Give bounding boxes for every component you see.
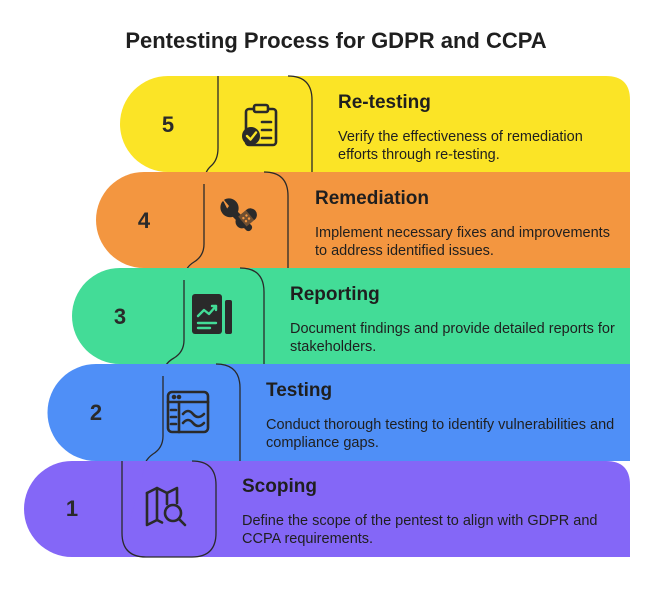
report-chart-icon (192, 294, 232, 334)
step-1-description: Define the scope of the pentest to align… (242, 513, 598, 547)
step-2-text: Testing Conduct thorough testing to iden… (266, 380, 616, 452)
wrench-bandage-icon (220, 198, 257, 232)
step-4-description: Implement necessary fixes and improvemen… (315, 225, 610, 259)
step-1: 1 (24, 460, 630, 558)
step-5-text: Re-testing Verify the effectiveness of r… (338, 92, 623, 164)
step-2-number: 2 (90, 400, 102, 425)
step-4-text: Remediation Implement necessary fixes an… (315, 188, 625, 260)
step-1-tab (120, 461, 216, 557)
step-3-description: Document findings and provide detailed r… (290, 321, 615, 355)
browser-window-icon (166, 390, 210, 434)
clipboard-check-icon (242, 103, 278, 147)
step-2-description: Conduct thorough testing to identify vul… (266, 417, 615, 451)
step-5-heading: Re-testing (338, 92, 431, 113)
step-3-text: Reporting Document findings and provide … (290, 284, 620, 356)
step-1-number: 1 (66, 496, 78, 521)
step-5-band (120, 76, 630, 172)
step-1-text: Scoping Define the scope of the pentest … (242, 476, 617, 548)
step-1-heading: Scoping (242, 476, 317, 497)
step-4: 4 (96, 171, 630, 281)
step-5-description: Verify the effectiveness of remediation … (338, 129, 583, 163)
step-4-heading: Remediation (315, 188, 430, 209)
step-5-number: 5 (162, 112, 174, 137)
step-3-number: 3 (114, 304, 126, 329)
map-search-icon (145, 486, 187, 527)
step-3: 3 (72, 267, 630, 377)
step-2: 2 (47, 363, 630, 474)
step-4-number: 4 (138, 208, 151, 233)
step-2-heading: Testing (266, 380, 333, 401)
diagram-title: Pentesting Process for GDPR and CCPA (125, 28, 547, 53)
step-1-divider (121, 460, 217, 558)
step-5: 5 (120, 75, 630, 185)
step-3-heading: Reporting (290, 284, 380, 305)
